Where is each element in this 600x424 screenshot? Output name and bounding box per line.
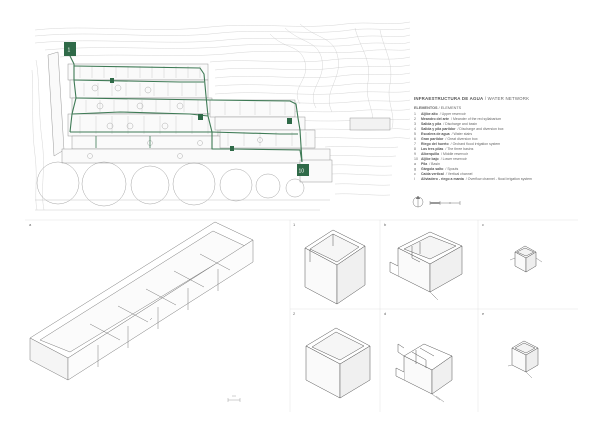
legend-item-key: 9 [414,152,416,156]
legend-item-es: Gran partidor [421,137,444,141]
legend-item-en: / Upper reservoir [439,112,466,116]
legend-item-key: 1 [414,112,416,116]
legend-item-en: / Water stairs [451,132,473,136]
panel-label-e: e [482,311,485,316]
legend-title: INFRAESTRUCTURA DE AGUA / WATER NETWORK [414,96,598,101]
panel-label-b: b [384,222,387,227]
legend-elements-es: ELEMENTOS [414,106,438,110]
panel-label-large: a [29,222,32,227]
legend-list: 1 Aljibe alto / Upper reservoir 2 Meandro d… [414,112,598,182]
legend-item-key: 6 [414,137,416,141]
panel-label-d: d [384,311,387,316]
legend-title-en: / WATER NETWORK [483,96,530,101]
terraces [47,51,391,183]
legend-item-en: / Middle reservoir [441,152,468,156]
legend-item: c Caída vertical / Vertical channel [414,172,598,177]
legend-item-en: / Orchard flood irrigation system [450,142,501,146]
legend-item-es: Riego del huerto [421,142,449,146]
legend-item-key: l [414,177,415,181]
legend-item-en: / Spouts [445,167,459,171]
legend-item-key: 4 [414,127,416,131]
legend-item: 8 Las tres pilas / The three basins [414,147,598,152]
axonometric-spout-box [509,245,543,273]
legend-item-en: / Basin [429,162,440,166]
panel-label-1: 1 [293,222,296,227]
plan-number-1: 1 [68,48,71,54]
legend-item: 1 Aljibe alto / Upper reservoir [414,112,598,117]
panel-grid [25,219,578,412]
panel-label-2: 2 [293,311,296,316]
north-arrow-icon [412,195,424,208]
water-network [69,55,303,163]
legend-item-key: g [414,167,416,171]
legend-item-es: Pila [421,162,428,166]
axonometric-long-reservoir [29,221,254,381]
water-tanks [64,42,309,176]
site-plan: 1 10 [31,21,461,211]
legend-item-key: 2 [414,117,416,121]
plan-number-10: 10 [299,169,305,175]
legend-item: g Gárgola salto / Spouts [414,167,598,172]
panel-label-c: c [482,222,484,227]
legend-item: 4 Salida y pila partidor / Discharge and … [414,127,598,132]
axonometric-lower-reservoir [305,327,371,399]
legend-item-es: Salida y pila partidor [421,127,456,131]
legend-item-es: Salida y pila [421,122,442,126]
legend-item: 9 Alberquilla / Middle reservoir [414,152,598,157]
legend-item: a Pila / Basin [414,162,598,167]
legend-item-key: 7 [414,142,416,146]
legend-item-es: Meandro del arte [421,117,450,121]
legend-item-key: 8 [414,147,416,151]
legend-item-key: c [414,172,416,176]
lower-basins [35,161,330,211]
legend-item-en: / Overflow channel - flood irrigation sy… [465,177,532,181]
axonometric-upper-reservoir [304,229,366,305]
legend-title-es: INFRAESTRUCTURA DE AGUA [414,96,484,101]
legend-elements-en: / ELEMENTS [437,106,462,110]
legend-item-en: / Meander of the red syllabarium [451,117,502,121]
legend-item-es: Las tres pilas [421,147,444,151]
legend-item-en: / Discharge and basin [443,122,478,126]
legend-item: 3 Salida y pila / Discharge and basin [414,122,598,127]
legend-item: 5 Escalera de agua / Water stairs [414,132,598,137]
legend-item-key: 5 [414,132,416,136]
legend-item: 2 Meandro del arte / Meander of the red s… [414,117,598,122]
legend-item-es: Gárgola salto [421,167,444,171]
legend-item-key: 3 [414,122,416,126]
legend-item-en: / Lower reservoir [440,157,467,161]
legend-item-en: / Great diversion box [445,137,478,141]
legend: INFRAESTRUCTURA DE AGUA / WATER NETWORK … [414,96,598,182]
small-scale-mark [227,395,241,402]
legend-item-key: a [414,162,416,166]
legend-item-es: Caída vertical [421,172,444,176]
axonometric-partitioned-basin [395,343,453,403]
legend-item-es: Escalera de agua [421,132,450,136]
legend-item-es: Aljibe alto [421,112,438,116]
legend-item: l Aliviadero - riego a manta / Overflow c… [414,177,598,182]
legend-item-es: Alberquilla [421,152,440,156]
legend-item-en: / Discharge and diversion box [457,127,504,131]
legend-item-es: Aljibe bajo [421,157,439,161]
legend-elements-heading: ELEMENTOS / ELEMENTS [414,106,598,110]
axonometric-basin-steps [389,231,463,301]
axonometric-vertical-channel [507,340,539,379]
legend-item-en: / Vertical channel [445,172,473,176]
terrace-hatching [79,66,307,146]
scale-bar [429,201,461,205]
legend-item-key: 10 [414,157,418,161]
legend-item: 6 Gran partidor / Great diversion box [414,137,598,142]
legend-item: 7 Riego del huerto / Orchard flood irriga… [414,142,598,147]
legend-item-es: Aliviadero - riego a manta [421,177,464,181]
legend-item-en: / The three basins [445,147,474,151]
